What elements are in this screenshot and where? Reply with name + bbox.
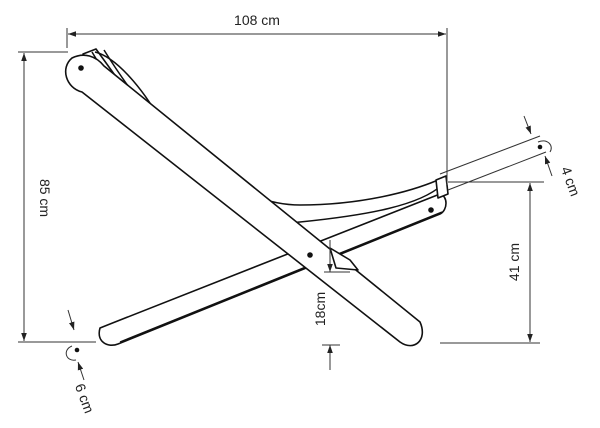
support-block: [329, 247, 359, 271]
lower-leg-edge: [119, 211, 443, 343]
seat-front-bar: [435, 175, 449, 199]
clearance-dimension: 18cm: [312, 240, 350, 370]
seat-height-dimension: 41 cm: [440, 181, 544, 344]
clearance-label: 18cm: [312, 292, 328, 326]
center-pivot-hole: [307, 252, 313, 258]
height-label: 85 cm: [37, 179, 53, 217]
rear-bar-label: 6 cm: [72, 381, 97, 415]
front-bar-dimension: 4 cm: [439, 115, 583, 198]
width-dimension: 108 cm: [66, 12, 448, 185]
front-bar-label: 4 cm: [558, 164, 583, 198]
main-leg: [64, 54, 424, 347]
rear-bar-dimension: 6 cm: [65, 309, 97, 415]
top-pivot-hole: [78, 65, 84, 71]
width-label: 108 cm: [234, 12, 280, 28]
chair-drawing: [64, 48, 449, 347]
height-dimension: 85 cm: [18, 51, 96, 343]
seat-height-label: 41 cm: [506, 243, 522, 281]
front-pivot-hole: [428, 207, 434, 213]
